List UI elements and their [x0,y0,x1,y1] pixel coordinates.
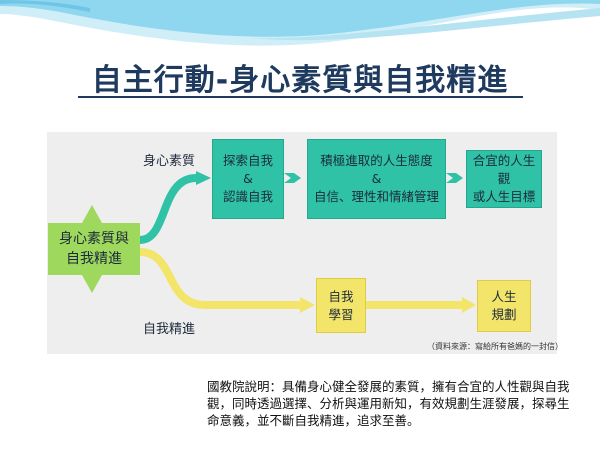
branch-bottom-arrow [300,297,315,313]
title-underline [78,96,523,98]
page-title: 自主行動-身心素質與自我精進 [91,63,509,98]
node-life-planning: 人生 規劃 [477,280,531,332]
description-text: 國教院說明：具備身心健全發展的素質，擁有合宜的人性觀與自我觀，同時透過選擇、分析… [207,379,570,428]
branch-top-connector [139,174,197,244]
header-wave-decoration [0,0,600,46]
top-chevron-2 [446,173,463,183]
source-note: （資料來源：寫給所有爸媽的一封信） [427,342,563,351]
bottom-chain-arrow [462,297,476,313]
branch-bottom-connector [139,248,300,309]
branch-top-arrow [196,171,211,185]
branch-top-label: 身心素質 [143,154,196,169]
branch-bottom-label: 自我精進 [143,322,196,337]
node-life-goals: 合宜的人生觀 或人生目標 [466,150,542,208]
node-explore-self: 探索自我 & 認識自我 [212,139,284,219]
node-self-learning: 自我 學習 [316,278,366,333]
top-chevron-1 [284,173,301,183]
node-positive-attitude: 積極進取的人生態度 & 自信、理性和情緒管理 [307,139,446,219]
root-node-label: 身心素質與 自我精進 [59,231,129,267]
root-node-shape [48,205,140,293]
